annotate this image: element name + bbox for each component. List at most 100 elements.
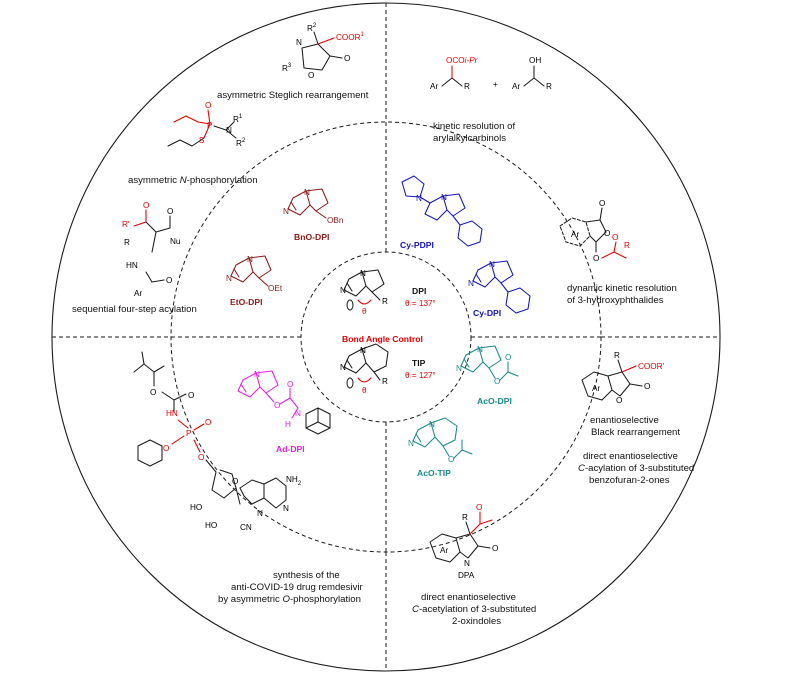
ad-dpi-label: Ad-DPI (276, 444, 305, 454)
remd-n2: N (257, 509, 263, 518)
dynamic-r: R (624, 241, 630, 250)
fourstep-hn: HN (126, 261, 138, 270)
bno-dpi-label: BnO-DPI (294, 232, 329, 242)
diagram-frame (51, 2, 721, 672)
aco-tip-structure: N N O (408, 417, 473, 464)
remd-o: O (150, 388, 156, 397)
steglich-coor1: COOR1 (336, 32, 365, 42)
cacyl-caption-1: direct enantioselective (583, 451, 678, 462)
cy-pdpi-structure: N N (401, 175, 483, 247)
dpi-angle: θ = 137° (405, 299, 436, 308)
nphos-r1: R1 (233, 114, 243, 124)
dpi-theta: θ (362, 307, 367, 316)
remd-nh2: NH2 (286, 475, 302, 487)
nphos-r2: R2 (236, 138, 246, 148)
kinetic-ar2: Ar (512, 82, 520, 91)
bno-obn: OBn (327, 216, 344, 225)
tip-label: TIP (412, 358, 426, 368)
black-coorp: COOR' (638, 362, 665, 371)
cacet-caption-1: direct enantioselective (421, 592, 516, 603)
ad-dpi-structure: O O N H N (237, 370, 331, 435)
tip-lone-pair-icon (346, 377, 354, 389)
kinetic-structure: Ar R OCOi-Pr + Ar R OH (430, 56, 552, 91)
dynamic-ar: Ar (571, 230, 579, 239)
remd-ring-o: O (232, 477, 238, 486)
nphos-o: O (205, 101, 211, 110)
remd-ho2: HO (205, 521, 217, 530)
remd-caption-1: synthesis of the (273, 570, 340, 581)
remd-caption-2: anti-COVID-19 drug remdesivir (231, 582, 363, 593)
acotip-n-atom: N (429, 420, 435, 429)
steglich-o: O (308, 71, 314, 80)
steglich-caption: asymmetric Steglich rearrangement (217, 90, 369, 101)
cacet-caption-2: C-acetylation of 3-substituted (412, 604, 536, 615)
fourstep-o: O (143, 201, 149, 210)
oxindole-o: O (476, 503, 482, 512)
dynamic-caption-2: of 3-hydroxyphthalides (567, 295, 664, 306)
ad-h-atom: H (285, 420, 291, 429)
cy-dpi-label: Cy-DPI (473, 308, 501, 318)
eto-n2-atom: N (226, 274, 232, 283)
cy-pdpi-label: Cy-PDPI (400, 240, 434, 250)
four-step-structure: R' O O Nu R HN O Ar (122, 201, 181, 298)
fourstep-o3: O (166, 276, 172, 285)
dpi-lone-pair-icon (346, 299, 354, 311)
remd-ho: HO (190, 503, 202, 512)
cacyl-caption-3: benzofuran-2-ones (589, 475, 670, 486)
oxindole-r: R (462, 513, 468, 522)
black-ar: Ar (592, 384, 600, 393)
oxindole-o2: O (492, 544, 498, 553)
ad-o-atom: O (274, 401, 280, 410)
dynamic-caption-1: dynamic kinetic resolution (567, 283, 677, 294)
acodpi-o2-atom: O (505, 353, 511, 362)
cydpi-n-atom: N (489, 260, 495, 269)
kinetic-ocoipr: OCOi-Pr (446, 56, 478, 65)
dpi-n-atom: N (360, 269, 366, 278)
steglich-n: N (296, 38, 302, 47)
cydpi-n2-atom: N (468, 279, 474, 288)
kinetic-caption-2: arylalkylcarbinols (433, 133, 506, 144)
dynamic-structure: Ar O O O O R (559, 199, 630, 263)
aco-tip-label: AcO-TIP (417, 468, 451, 478)
black-structure: Ar R COOR' O O (581, 351, 665, 405)
remd-p: P (186, 429, 192, 438)
acodpi-n2-atom: N (456, 364, 462, 373)
kinetic-r2: R (546, 82, 552, 91)
dpi-label: DPI (412, 286, 426, 296)
center-title: Bond Angle Control (342, 334, 423, 344)
tip-r-atom: R (382, 377, 388, 386)
steglich-structure: COOR1 R2 N O O R3 (282, 23, 365, 80)
ad-n-atom: N (295, 409, 301, 418)
oxindole-ar: Ar (440, 546, 448, 555)
acotip-o-atom: O (448, 455, 454, 464)
dpi-r-atom: R (382, 297, 388, 306)
aco-dpi-structure: N N O O (456, 345, 519, 386)
remd-o2: O (188, 391, 194, 400)
bno-dpi-structure: N N OBn (283, 188, 344, 225)
remd-caption-3: by asymmetric O-phosphorylation (218, 594, 361, 605)
kinetic-oh: OH (529, 56, 541, 65)
remd-po: O (205, 418, 211, 427)
steglich-r3: R3 (282, 63, 292, 73)
acodpi-n-atom: N (477, 345, 483, 354)
black-o2: O (616, 396, 622, 405)
nphos-n: N (226, 126, 232, 135)
cypdpi-n-atom: N (441, 193, 447, 202)
kinetic-ar: Ar (430, 82, 438, 91)
nphos-s: S (199, 136, 205, 145)
eto-dpi-label: EtO-DPI (230, 297, 262, 307)
dpi-n2-atom: N (340, 286, 346, 295)
fourstep-o2: O (167, 207, 173, 216)
n-phos-caption: asymmetric N-phosphorylation (128, 175, 258, 186)
cacyl-caption-2: C-acylation of 3-substituted (578, 463, 694, 474)
tip-n2-atom: N (340, 363, 346, 372)
oxindole-n: N (464, 559, 470, 568)
cypdpi-n2-atom: N (416, 194, 422, 203)
tip-theta: θ (362, 386, 367, 395)
fourstep-rp: R' (122, 220, 130, 229)
center-dpi-structure: N N R θ (340, 269, 388, 316)
fourstep-ar: Ar (134, 289, 142, 298)
fourstep-nu: Nu (170, 237, 181, 246)
remd-o3: O (163, 444, 169, 453)
